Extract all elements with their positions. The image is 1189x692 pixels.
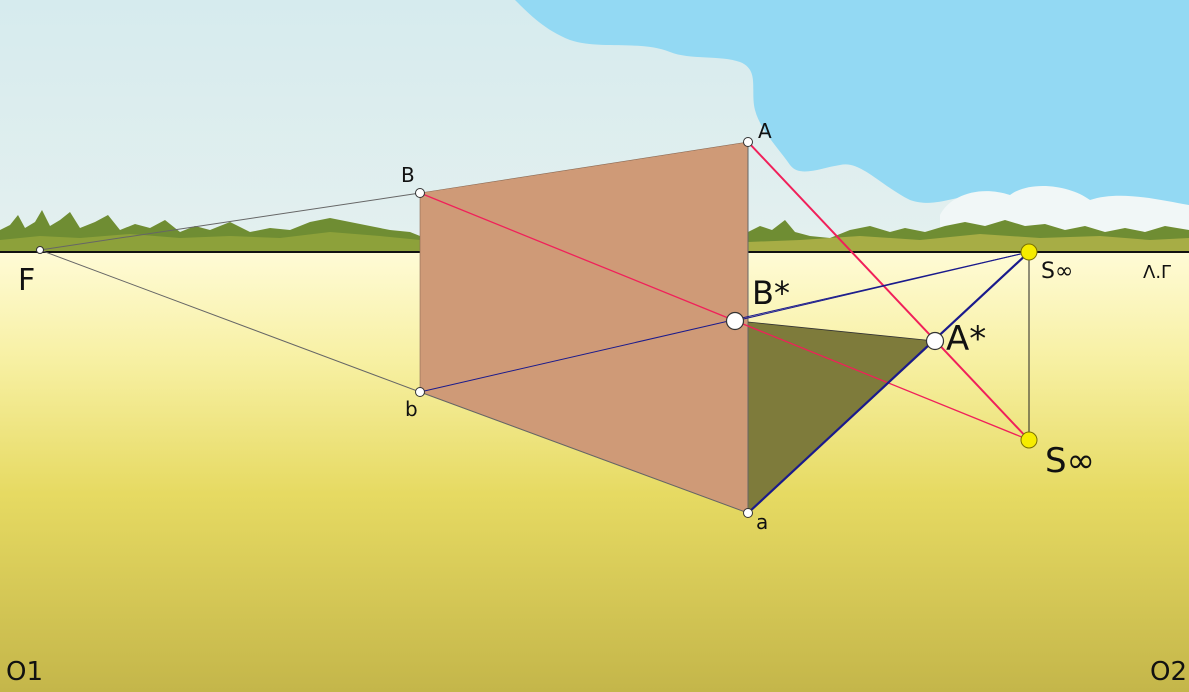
label-A: A [758, 119, 772, 143]
point-b[interactable] [415, 387, 425, 397]
treeline [0, 210, 1189, 252]
label-O2: O2 [1150, 657, 1187, 687]
shadow-polygon [748, 322, 935, 513]
label-A-star: A* [946, 319, 986, 359]
line-b-a [419, 391, 749, 514]
line-F-B [39, 192, 421, 251]
label-O1: O1 [6, 657, 43, 687]
line-F-b [39, 249, 421, 393]
shadow-line-a-S [747, 251, 1030, 514]
label-B: B [401, 163, 415, 187]
shadow-edge-B-A [747, 321, 936, 342]
point-B[interactable] [415, 188, 425, 198]
label-b: b [405, 397, 418, 421]
ray-A-to-S [747, 141, 1030, 441]
label-S-inf-horizon: S∞ [1041, 259, 1073, 284]
point-B-star[interactable] [725, 311, 745, 331]
point-A[interactable] [743, 137, 753, 147]
label-B-star: B* [752, 274, 790, 312]
label-a: a [756, 510, 768, 534]
blue-sky-patch [515, 0, 1189, 215]
point-F[interactable] [36, 246, 44, 254]
point-a[interactable] [743, 508, 753, 518]
point-A-star[interactable] [925, 331, 945, 351]
vanishing-point-ground[interactable] [1020, 431, 1038, 449]
vanishing-point-horizon[interactable] [1020, 243, 1038, 261]
label-horizon-line: Λ.Γ [1143, 262, 1171, 283]
label-S-inf-ground: S∞ [1045, 441, 1095, 481]
ray-B-to-S [419, 192, 1030, 441]
shadow-line-B-S [734, 251, 1030, 322]
label-F: F [18, 263, 35, 298]
